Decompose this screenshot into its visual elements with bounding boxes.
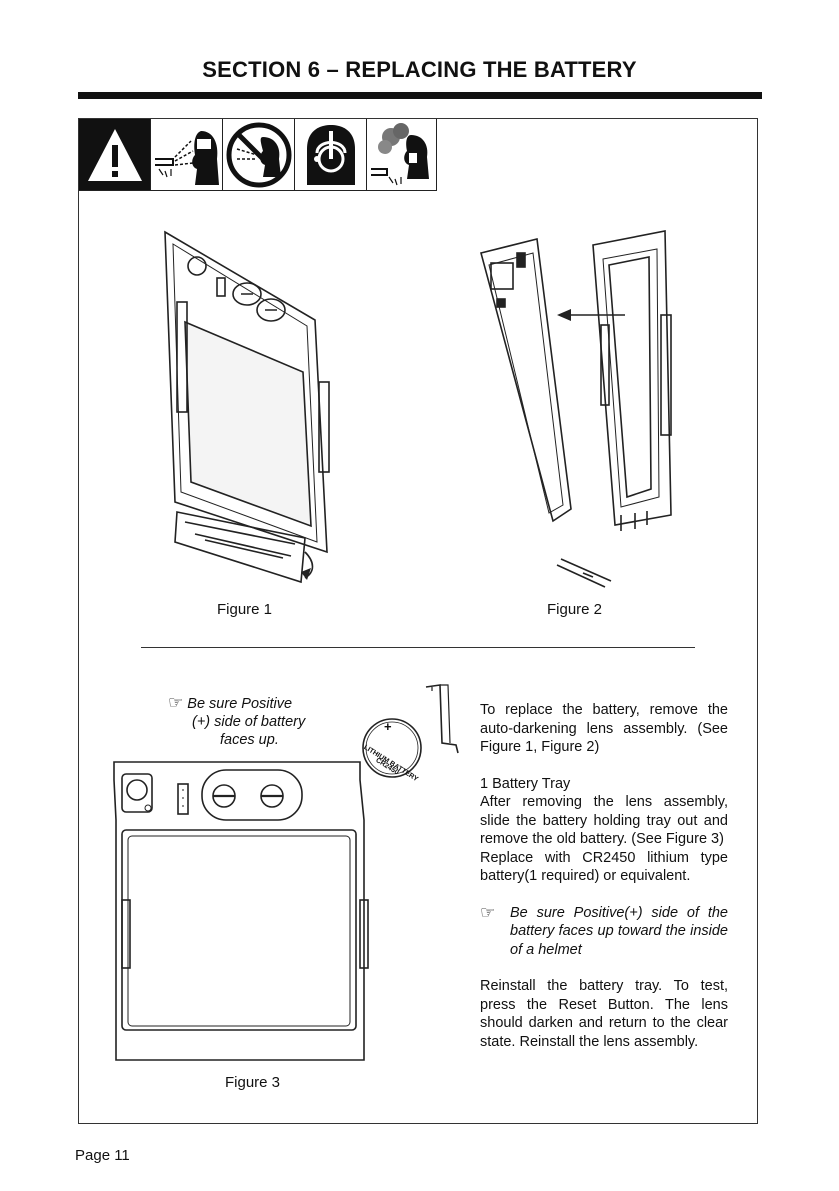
pointing-hand-icon: ☞ <box>168 693 184 712</box>
content-frame <box>78 118 758 1124</box>
orientation-note: ☞ Be sure Positive(+) side of the batter… <box>480 902 728 960</box>
replace-paragraph: Replace with CR2450 lithium type battery… <box>480 849 728 885</box>
lens-assembly-illustration <box>164 230 330 584</box>
figure-1-caption: Figure 1 <box>217 601 273 618</box>
note-line-2: (+) side of battery <box>192 714 306 730</box>
figure-2-caption: Figure 2 <box>547 601 603 618</box>
battery-tray-clip <box>425 684 459 754</box>
note-line-3: faces up. <box>220 732 279 748</box>
warning-triangle-icon <box>79 119 151 191</box>
battery-orientation-note: ☞ Be sure Positive (+) side of battery f… <box>168 694 328 749</box>
lens-assembly-front-illustration <box>113 761 369 1061</box>
page-title: SECTION 6 – REPLACING THE BATTERY <box>202 57 637 82</box>
pointing-hand-icon: ☞ <box>480 902 496 922</box>
step-body: After removing the lens assembly, slide … <box>480 794 728 847</box>
battery-plus-label: + <box>384 719 392 734</box>
no-eye-exposure-icon <box>223 119 295 191</box>
page-number: Page 11 <box>75 1147 130 1164</box>
reinstall-paragraph: Reinstall the battery tray. To test, pre… <box>480 978 728 1050</box>
welding-arc-sparks-icon <box>151 119 223 191</box>
welding-fumes-icon <box>367 119 437 191</box>
hearing-protection-icon <box>295 119 367 191</box>
title-rule <box>78 92 762 99</box>
battery-coin-icon <box>362 718 422 778</box>
orientation-note-text: Be sure Positive(+) side of the battery … <box>510 904 728 958</box>
intro-paragraph: To replace the battery, remove the auto-… <box>480 702 728 755</box>
note-line-1: Be sure Positive <box>187 696 293 712</box>
instructions-column: To replace the battery, remove the auto-… <box>480 701 728 1051</box>
step-title: 1 Battery Tray <box>480 775 571 792</box>
warning-icon-strip <box>79 119 437 191</box>
lens-removal-illustration <box>480 230 672 588</box>
figure-3-caption: Figure 3 <box>225 1074 281 1091</box>
section-divider <box>141 647 695 648</box>
